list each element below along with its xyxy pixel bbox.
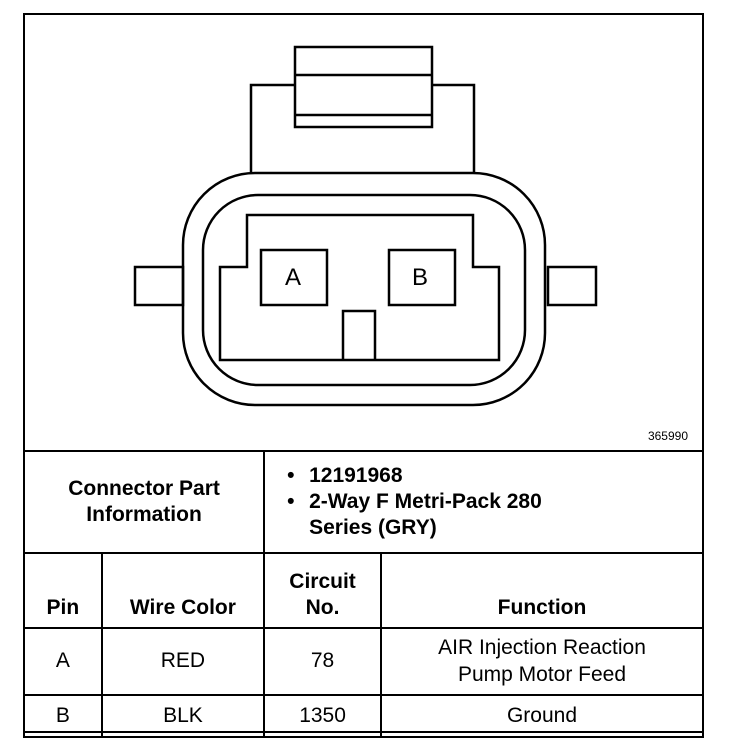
- left-ear: [133, 265, 185, 307]
- table-row: B BLK 1350 Ground: [23, 694, 704, 738]
- latch-housing: [249, 83, 476, 172]
- center-key: [341, 309, 377, 360]
- circuit-cell: 1350: [263, 694, 382, 738]
- info-label: Connector Part Information: [22, 450, 266, 554]
- cavity-outline: [218, 213, 501, 362]
- latch-tab: [293, 45, 434, 129]
- pin-label-b: B: [412, 264, 428, 291]
- header-wire-color: Wire Color: [100, 552, 266, 629]
- function-cell: Ground: [380, 694, 704, 738]
- inner-rim: [201, 193, 527, 387]
- pin-box-b: [387, 248, 457, 307]
- outer-shell: [181, 171, 547, 407]
- figure-id: 365990: [647, 429, 688, 443]
- connector-drawing: A B: [133, 45, 598, 407]
- connector-sheet: A B 365990 Connector Part Information • …: [22, 13, 704, 738]
- wire-color-cell: RED: [100, 627, 266, 696]
- pin-cell: A: [23, 627, 103, 696]
- circuit-cell: 78: [263, 627, 382, 696]
- header-pin: Pin: [23, 552, 103, 629]
- connector-table: Connector Part Information • 12191968 • …: [22, 450, 704, 738]
- pin-label-a: A: [285, 264, 301, 291]
- info-list: • 12191968 • 2-Way F Metri-Pack 280 Seri…: [263, 450, 704, 554]
- header-function: Function: [380, 552, 704, 629]
- info-item: • 12191968: [287, 463, 403, 487]
- wire-color-cell: BLK: [100, 694, 266, 738]
- header-circuit: Circuit No.: [263, 552, 382, 629]
- pin-cell: B: [23, 694, 103, 738]
- function-cell: AIR Injection Reaction Pump Motor Feed: [380, 627, 704, 696]
- info-row: Connector Part Information • 12191968 • …: [22, 450, 704, 554]
- pin-box-a: [259, 248, 329, 307]
- part-number: 12191968: [309, 463, 403, 487]
- connector-diagram: A B 365990: [25, 15, 702, 450]
- table-row: A RED 78 AIR Injection Reaction Pump Mot…: [23, 627, 704, 696]
- header-row: Pin Wire Color Circuit No. Function: [23, 552, 704, 629]
- connector-description: 2-Way F Metri-Pack 280 Series (GRY): [309, 489, 542, 540]
- right-ear: [546, 265, 598, 307]
- info-item: • 2-Way F Metri-Pack 280 Series (GRY): [287, 489, 702, 542]
